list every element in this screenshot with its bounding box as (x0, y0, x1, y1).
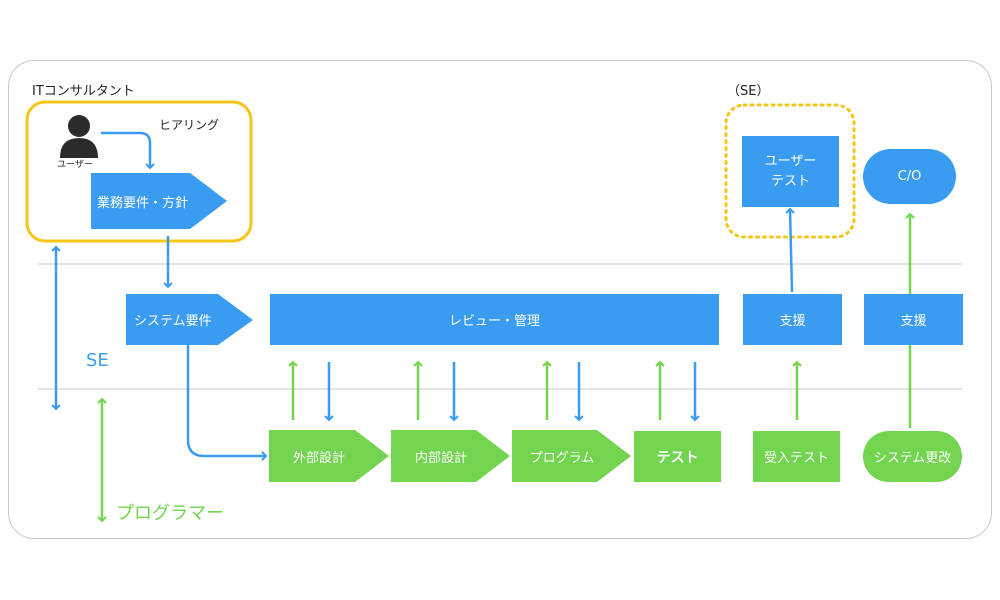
user-test-line1: ユーザー (764, 153, 817, 169)
shape-system-req (126, 294, 253, 345)
review-management-box: レビュー・管理 (270, 294, 719, 345)
shape-external-design (269, 430, 389, 482)
shape-program (512, 430, 631, 482)
internal-design-label: 内部設計 (414, 450, 467, 466)
user-test-line2: テスト (770, 173, 810, 189)
programmer-role-label: プログラマー (116, 503, 224, 524)
shape-internal-design (391, 430, 510, 482)
arrow-support-to-usertest (785, 207, 795, 293)
arrow-user-to-business (101, 131, 155, 170)
it-consultant-box (25, 100, 253, 243)
se-role-label: SE (86, 350, 109, 371)
arrow-system-to-external (186, 345, 268, 461)
se-paren-label: （SE） (727, 84, 770, 99)
co-box: C/O (863, 149, 956, 204)
it-consultant-label: ITコンサルタント (32, 84, 135, 99)
system-change-box: システム更改 (863, 431, 962, 482)
support-box-1: 支援 (743, 294, 842, 345)
external-design-label: 外部設計 (292, 450, 345, 466)
test-box: テスト (634, 431, 721, 482)
hearing-label: ヒアリング (159, 118, 220, 132)
program-label: プログラム (529, 450, 595, 466)
user-label: ユーザー (57, 160, 93, 170)
acceptance-test-box: 受入テスト (753, 431, 840, 482)
user-icon (60, 115, 98, 158)
system-req-label: システム要件 (134, 314, 212, 329)
user-test-box: ユーザー テスト (742, 136, 839, 207)
support-box-2: 支援 (864, 294, 963, 345)
business-req-label: 業務要件・方針 (97, 195, 189, 211)
shape-business-req (91, 173, 227, 229)
